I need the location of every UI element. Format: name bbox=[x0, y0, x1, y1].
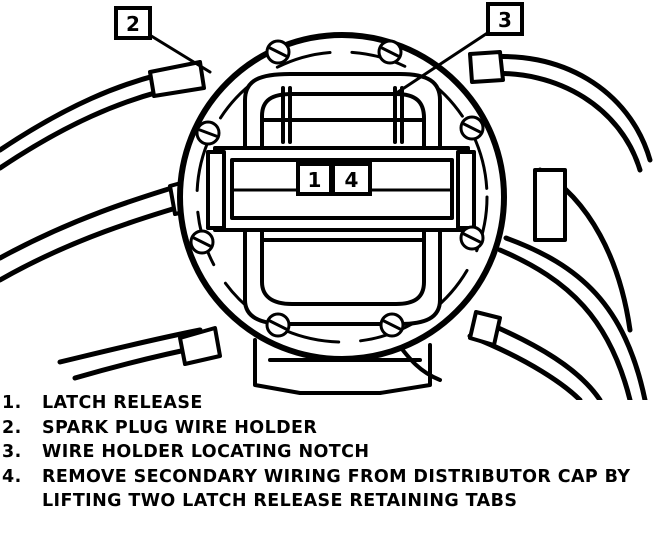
legend-item: 4. REMOVE SECONDARY WIRING FROM DISTRIBU… bbox=[0, 465, 672, 514]
callout-leaders bbox=[146, 28, 494, 94]
legend-text: REMOVE SECONDARY WIRING FROM DISTRIBUTOR… bbox=[42, 466, 631, 512]
callout-3: 3 bbox=[486, 2, 524, 36]
callout-3-label: 3 bbox=[498, 8, 512, 32]
legend-number: 2. bbox=[2, 417, 22, 438]
legend-text: SPARK PLUG WIRE HOLDER bbox=[42, 417, 318, 438]
distributor-housing bbox=[253, 168, 567, 395]
legend-text: WIRE HOLDER LOCATING NOTCH bbox=[42, 442, 370, 462]
legend-number: 3. bbox=[2, 442, 22, 462]
callout-1: 1 bbox=[296, 162, 333, 196]
callout-4-label: 4 bbox=[345, 168, 359, 192]
legend-item: 2. SPARK PLUG WIRE HOLDER bbox=[0, 416, 672, 441]
wire-holder-notches bbox=[281, 86, 404, 144]
callout-2: 2 bbox=[114, 6, 152, 40]
callout-1-label: 1 bbox=[308, 168, 322, 192]
legend-text: LATCH RELEASE bbox=[42, 393, 203, 413]
distributor-cap-inner-ring bbox=[195, 50, 489, 344]
distributor-cap-diagram: 2 3 1 4 bbox=[0, 2, 653, 400]
legend-number: 1. bbox=[2, 393, 22, 413]
legend-list: 1. LATCH RELEASE 2. SPARK PLUG WIRE HOLD… bbox=[0, 391, 672, 514]
legend-number: 4. bbox=[2, 466, 22, 487]
callout-4: 4 bbox=[331, 162, 372, 196]
legend-item: 3. WIRE HOLDER LOCATING NOTCH bbox=[0, 440, 672, 465]
callout-2-label: 2 bbox=[126, 12, 140, 36]
legend-item: 1. LATCH RELEASE bbox=[0, 391, 672, 416]
